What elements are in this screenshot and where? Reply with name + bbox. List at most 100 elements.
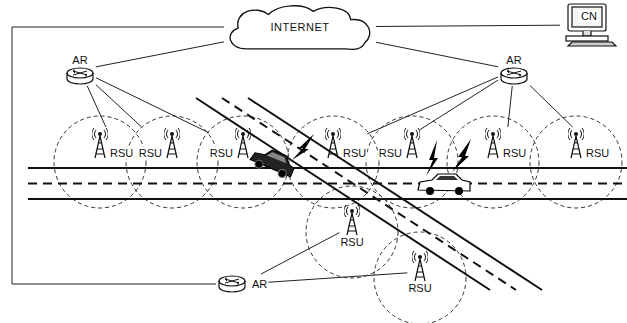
vehicle (426, 187, 434, 195)
rsu-label: RSU (407, 282, 432, 294)
road (196, 98, 490, 290)
host-computer: CN (560, 2, 618, 48)
rsu-tower-icon (325, 127, 341, 159)
roadside-unit: RSU (92, 127, 134, 159)
rsu-tower-icon (344, 204, 360, 236)
network-link (96, 42, 224, 67)
roadside-unit: RSU (568, 127, 610, 159)
access-router: AR (216, 274, 268, 294)
roadside-unit: RSU (378, 127, 420, 159)
vehicle (436, 176, 458, 180)
rsu-tower-icon (574, 132, 578, 136)
wireless-signal (292, 134, 471, 176)
computer-icon (568, 4, 606, 31)
network-link (87, 86, 106, 127)
roadside-unit: RSU (407, 250, 432, 294)
road (28, 198, 627, 200)
roadside-unit: RSU (325, 127, 367, 159)
rsu-tower-icon (235, 127, 251, 159)
access-router: AR (498, 54, 530, 86)
coverage-circle (374, 232, 466, 323)
rsu-tower-icon (568, 127, 584, 159)
vehicle (418, 174, 470, 191)
access-router: AR (64, 54, 96, 86)
coverage-circle (530, 116, 622, 208)
rsu-tower-icon (412, 251, 428, 263)
coverage-circle (287, 116, 379, 208)
rsu-tower-icon (485, 128, 501, 140)
rsu-tower-icon (92, 128, 108, 140)
wireless-signal (426, 140, 438, 176)
network-link (367, 77, 498, 134)
rsu-tower-icon (98, 132, 102, 136)
rsu-tower-icon (331, 132, 335, 136)
roadside-unit: RSU (138, 127, 180, 159)
computer-icon (566, 36, 608, 41)
router-icon (225, 278, 239, 284)
router-icon (67, 68, 93, 78)
rsu-tower-icon (488, 136, 498, 158)
network-link (376, 25, 560, 26)
rsu-tower-icon (412, 250, 428, 282)
rsu-tower-icon (407, 136, 417, 158)
rsu-tower-icon (571, 136, 581, 158)
coverage-circle (366, 116, 458, 208)
network-link (96, 85, 142, 127)
roadside-unit: RSU (485, 127, 527, 159)
host-label: CN (579, 10, 599, 22)
rsu-tower-icon (347, 213, 357, 235)
computer-icon (572, 7, 602, 27)
rsu-label: RSU (339, 236, 364, 248)
rsu-label: RSU (109, 147, 134, 159)
router-icon (64, 66, 96, 86)
computer-icon (566, 4, 616, 46)
rsu-tower-icon (404, 128, 420, 140)
router-label: AR (71, 54, 88, 66)
rsu-tower-icon (92, 127, 108, 159)
network-link (420, 80, 498, 129)
rsu-tower-icon (164, 127, 180, 159)
router-icon (219, 276, 245, 286)
rsu-tower-icon (95, 136, 105, 158)
rsu-tower-icon (418, 255, 422, 259)
vehicle (248, 144, 297, 181)
rsu-tower-icon (491, 132, 495, 136)
roadside-unit: RSU (339, 204, 364, 248)
rsu-tower-icon (568, 128, 584, 140)
network-label: INTERNET (270, 21, 331, 33)
vehicle (254, 159, 264, 169)
road (28, 98, 627, 290)
rsu-tower-icon (241, 132, 245, 136)
rsu-tower-icon (170, 132, 174, 136)
router-icon (498, 66, 530, 86)
router-icon (73, 70, 87, 76)
rsu-tower-icon (410, 132, 414, 136)
rsu-label: RSU (585, 147, 610, 159)
computer-icon (568, 42, 616, 46)
vehicle (277, 168, 287, 178)
network-link (508, 86, 512, 127)
coverage-circle (54, 116, 146, 208)
rsu-label: RSU (378, 147, 403, 159)
wireless-signal (452, 139, 471, 172)
router-icon (507, 70, 521, 76)
wireless-signal (292, 134, 314, 160)
network-link (268, 273, 407, 282)
internet-cloud: INTERNET (224, 3, 376, 51)
road (222, 98, 516, 290)
rsu-label: RSU (342, 147, 367, 159)
vehicle (455, 187, 463, 195)
rsu-tower-icon (328, 136, 338, 158)
roadside-unit: RSU (209, 127, 251, 159)
rsu-label: RSU (138, 147, 163, 159)
rsu-tower-icon (238, 136, 248, 158)
rsu-tower-icon (167, 136, 177, 158)
rsu-tower-icon (415, 259, 425, 281)
rsu-label: RSU (209, 147, 234, 159)
rsu-tower-icon (325, 128, 341, 140)
router-label: AR (505, 54, 522, 66)
rsu-tower-icon (235, 128, 251, 140)
network-link (96, 78, 209, 133)
computer-icon (560, 2, 618, 48)
cloud-shape (230, 6, 370, 50)
